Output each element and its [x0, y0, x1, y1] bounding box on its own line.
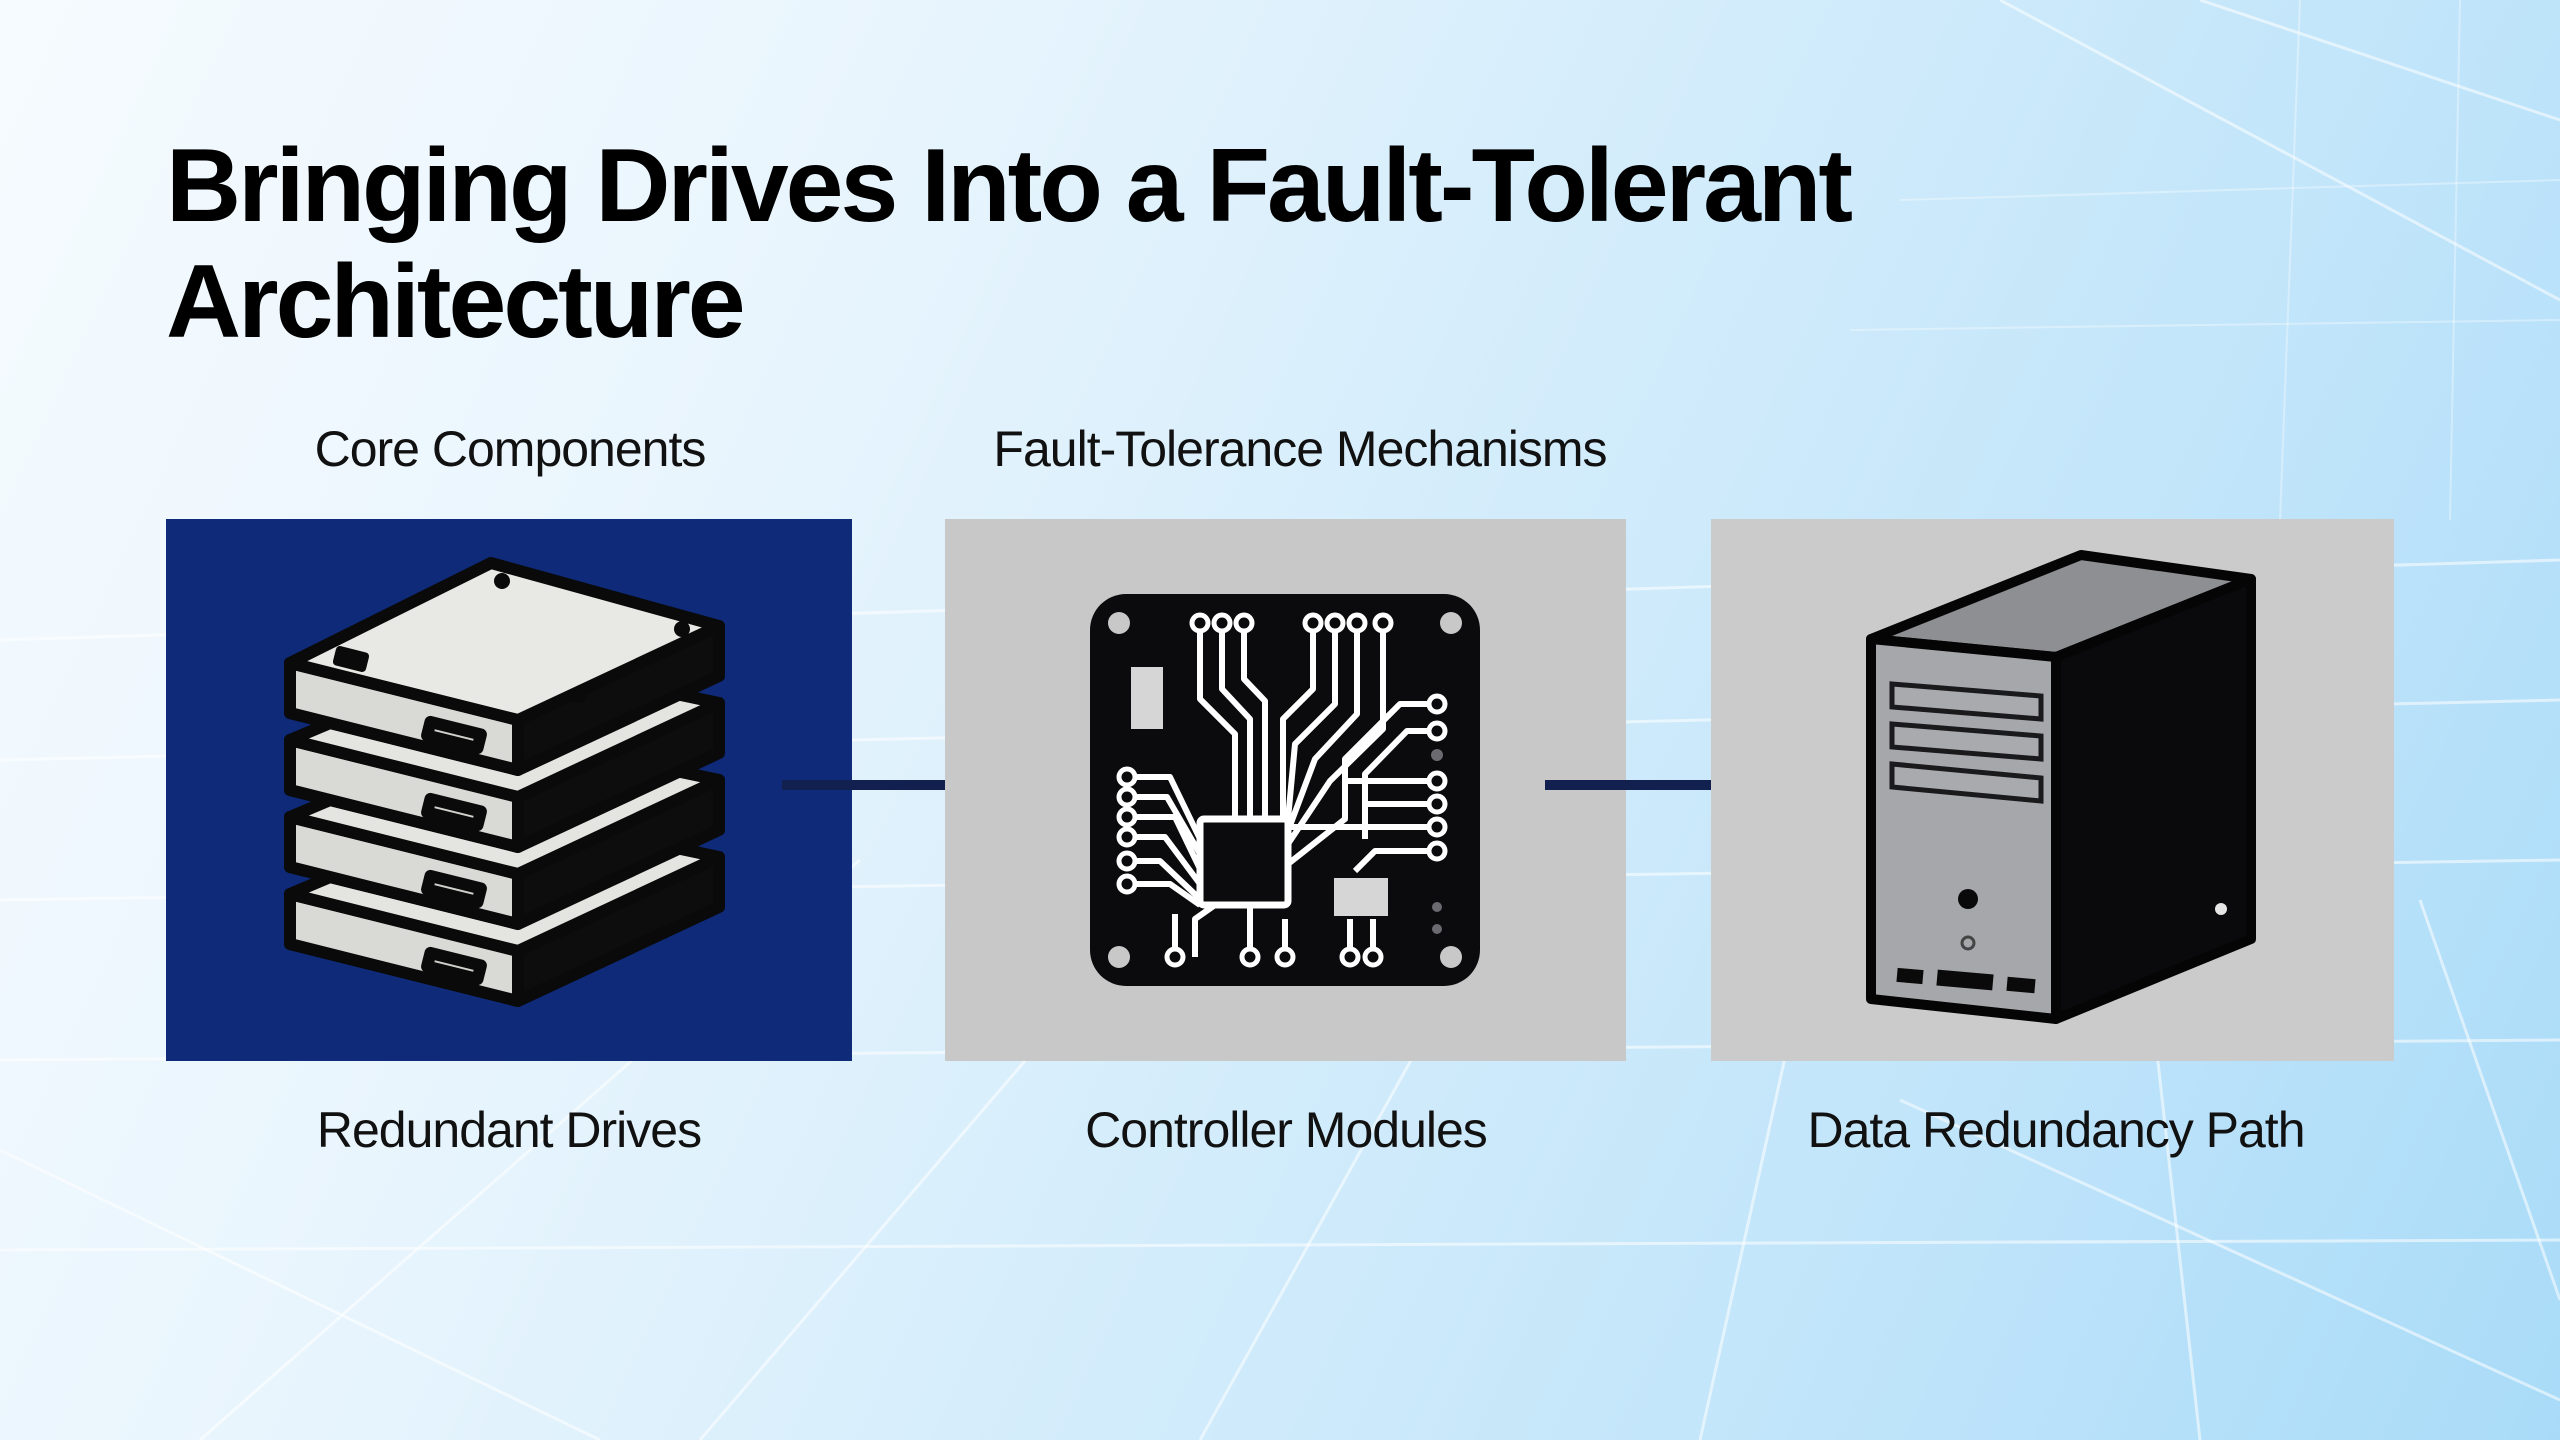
- circuit-board-icon: [1090, 594, 1480, 986]
- section-label-fault-tolerance-mechanisms: Fault-Tolerance Mechanisms: [993, 421, 1607, 477]
- section-label-core-components: Core Components: [314, 421, 707, 477]
- panel-redundant-drives: [166, 519, 852, 1061]
- caption-controller-modules: Controller Modules: [1085, 1102, 1488, 1158]
- panel-data-redundancy-path: [1711, 519, 2394, 1061]
- slide-title: Bringing Drives Into a Fault-Tolerant Ar…: [166, 128, 1853, 360]
- server-tower-icon: [1866, 550, 2256, 1024]
- caption-data-redundancy-path: Data Redundancy Path: [1807, 1102, 2305, 1158]
- stacked-drives-icon: [284, 557, 725, 1007]
- caption-redundant-drives: Redundant Drives: [316, 1102, 702, 1158]
- panel-controller-modules: [945, 519, 1626, 1061]
